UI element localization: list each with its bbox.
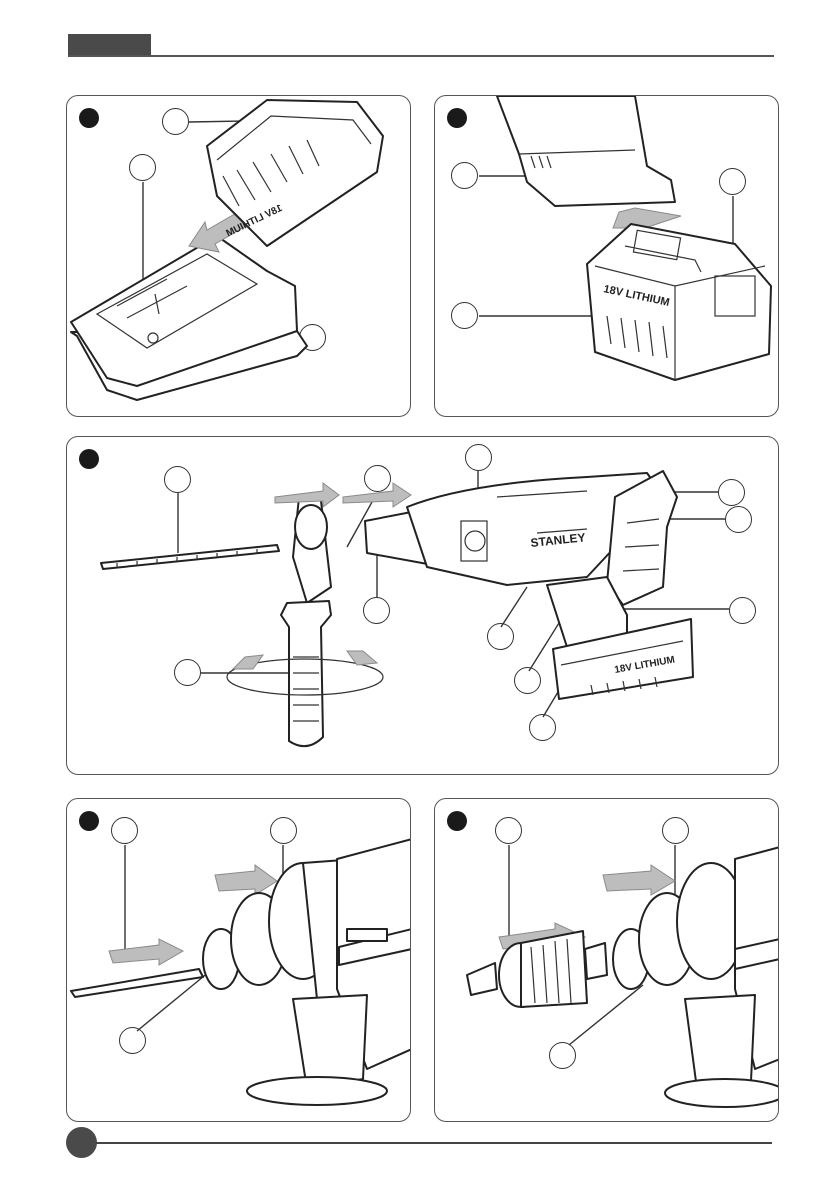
figure-panel-bit-insert — [66, 798, 411, 1122]
figure-panel-charger: 18V LITHIUM — [66, 95, 411, 417]
header-section-tab — [68, 34, 151, 56]
figure-panel-chuck-insert — [434, 798, 779, 1122]
footer-rule — [96, 1142, 772, 1144]
chuck-insert-illustration — [435, 799, 779, 1122]
battery-insert-illustration: 18V LITHIUM — [435, 96, 779, 417]
charger-illustration: 18V LITHIUM — [67, 96, 411, 417]
bit-insert-illustration — [67, 799, 411, 1122]
page-number-dot — [66, 1127, 97, 1158]
rotary-hammer-illustration: STANLEY 18V LITHIUM — [67, 437, 779, 775]
header-rule — [68, 55, 774, 57]
figure-panel-tool-overview: STANLEY 18V LITHIUM — [66, 436, 779, 775]
figure-panel-battery-insert: 18V LITHIUM — [434, 95, 779, 417]
